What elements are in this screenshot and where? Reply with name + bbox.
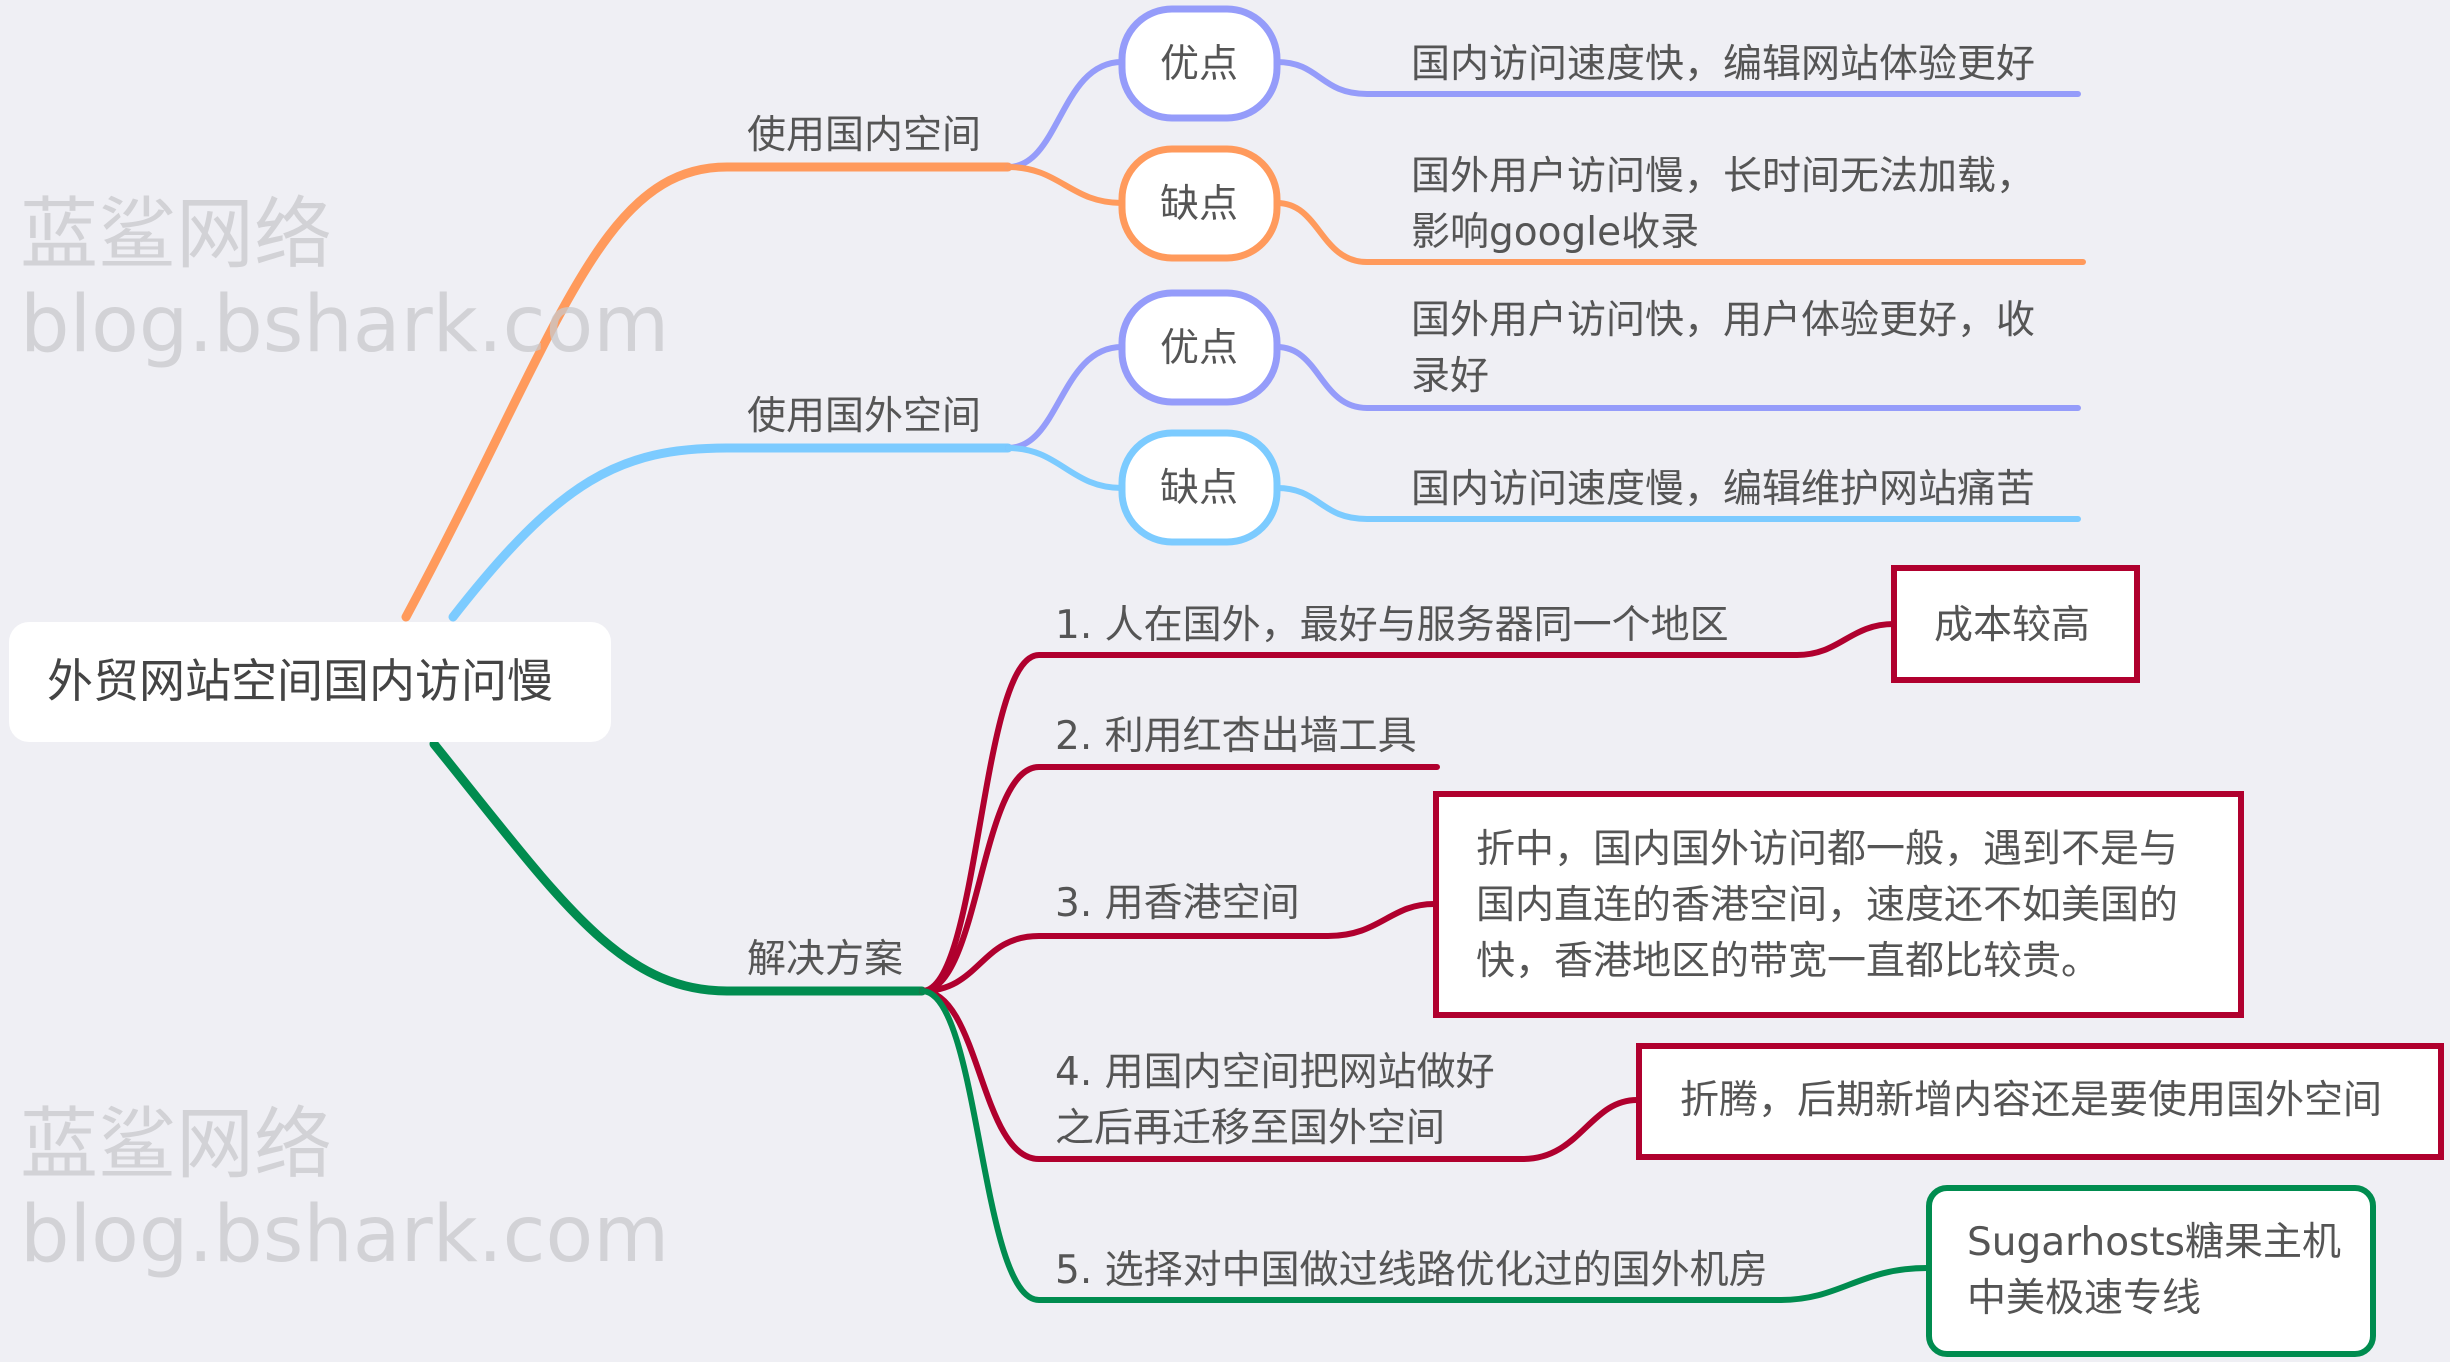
root-label: 外贸网站空间国内访问慢 — [47, 654, 553, 708]
foreign-pros-node[interactable]: 优点 — [1118, 289, 1281, 406]
pros-label: 优点 — [1160, 326, 1238, 371]
line-solution-1 — [919, 621, 1897, 994]
note-text: 国内直连的香港空间，速度还不如美国的 — [1476, 883, 2178, 928]
branch-line-solutions — [429, 739, 927, 996]
solution-5-text: 5. 选择对中国做过线路优化过的国外机房 — [1055, 1248, 1768, 1293]
branch-line-foreign — [448, 443, 1013, 622]
line-solution-5 — [919, 988, 1930, 1303]
solution-2-text: 2. 利用红杏出墙工具 — [1055, 714, 1417, 759]
link-domestic-pros — [1005, 59, 1125, 170]
domestic-pros-text: 国内访问速度快，编辑网站体验更好 — [1411, 42, 2035, 87]
solution-3-text: 3. 用香港空间 — [1055, 881, 1300, 926]
branch-line-domestic — [401, 162, 1013, 622]
solution-4-note[interactable]: 折腾，后期新增内容还是要使用国外空间 — [1636, 1043, 2444, 1160]
line-domestic-pros — [1274, 59, 2081, 97]
note-text: 成本较高 — [1934, 603, 2090, 648]
link-foreign-cons — [1005, 445, 1125, 491]
solution-3-note[interactable]: 折中，国内国外访问都一般，遇到不是与 国内直连的香港空间，速度还不如美国的 快，… — [1433, 791, 2244, 1018]
line-domestic-cons — [1274, 200, 2086, 265]
solution-5-note[interactable]: Sugarhosts糖果主机 中美极速专线 — [1926, 1185, 2376, 1357]
cons-label: 缺点 — [1160, 466, 1238, 511]
branch-label-solutions: 解决方案 — [747, 937, 903, 982]
note-text: 中美极速专线 — [1967, 1276, 2201, 1321]
solution-1-note[interactable]: 成本较高 — [1891, 565, 2140, 683]
foreign-pros-text-2: 录好 — [1411, 354, 1489, 399]
domestic-cons-text-1: 国外用户访问慢，长时间无法加载， — [1411, 154, 2035, 199]
branch-label-domestic: 使用国内空间 — [747, 113, 981, 158]
line-solution-4 — [919, 988, 1640, 1162]
foreign-cons-node[interactable]: 缺点 — [1118, 429, 1281, 546]
domestic-pros-node[interactable]: 优点 — [1118, 5, 1281, 122]
cons-label: 缺点 — [1160, 182, 1238, 227]
branch-label-foreign: 使用国外空间 — [747, 394, 981, 439]
line-solution-2 — [919, 764, 1440, 994]
root-node[interactable]: 外贸网站空间国内访问慢 — [9, 622, 611, 742]
line-foreign-pros — [1274, 344, 2081, 411]
domestic-cons-text-2: 影响google收录 — [1411, 210, 1699, 255]
link-domestic-cons — [1005, 164, 1125, 206]
note-text: Sugarhosts糖果主机 — [1967, 1220, 2341, 1265]
note-text: 折中，国内国外访问都一般，遇到不是与 — [1476, 827, 2178, 872]
note-text: 折腾，后期新增内容还是要使用国外空间 — [1680, 1078, 2382, 1123]
solution-1-text: 1. 人在国外，最好与服务器同一个地区 — [1055, 603, 1729, 648]
foreign-cons-text: 国内访问速度慢，编辑维护网站痛苦 — [1411, 467, 2035, 512]
line-solution-3 — [919, 901, 1437, 994]
pros-label: 优点 — [1160, 42, 1238, 87]
solution-4-text-2: 之后再迁移至国外空间 — [1055, 1106, 1445, 1151]
line-foreign-cons — [1274, 485, 2081, 522]
link-foreign-pros — [1005, 344, 1125, 451]
foreign-pros-text-1: 国外用户访问快，用户体验更好，收 — [1411, 298, 2035, 343]
note-text: 快，香港地区的带宽一直都比较贵。 — [1476, 939, 2100, 984]
domestic-cons-node[interactable]: 缺点 — [1118, 145, 1281, 262]
solution-4-text-1: 4. 用国内空间把网站做好 — [1055, 1050, 1495, 1095]
